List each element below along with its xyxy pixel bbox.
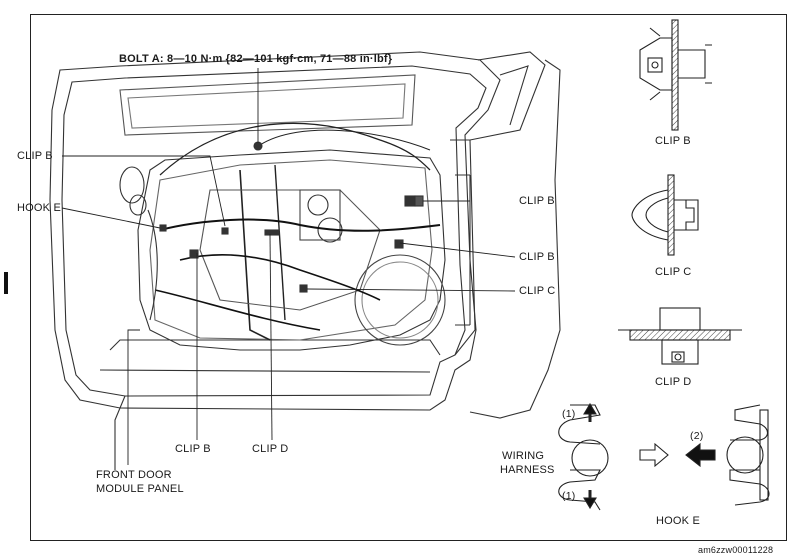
- clip-d-detail: [618, 307, 742, 365]
- wiring-harness-line1: WIRING: [502, 450, 545, 462]
- front-door-module-panel-line2: MODULE PANEL: [96, 483, 184, 495]
- clip-b-label-bottom: CLIP B: [175, 443, 211, 455]
- clip-d-label-bottom: CLIP D: [252, 443, 289, 455]
- hook-e-detail-label: HOOK E: [656, 515, 700, 527]
- clip-b-detail: [639, 19, 712, 131]
- front-door-module-panel-line1: FRONT DOOR: [96, 469, 172, 481]
- step-2-label: (2): [690, 430, 704, 442]
- bolt-a-label: BOLT A: 8—10 N·m {82—101 kgf·cm, 71—88 i…: [119, 53, 393, 65]
- clip-c-label-right: CLIP C: [519, 285, 556, 297]
- door-frame: [49, 51, 561, 470]
- hook-e-detail: [558, 402, 770, 511]
- step-1-label-bottom: (1): [562, 490, 576, 502]
- clip-b-label-right-2: CLIP B: [519, 251, 555, 263]
- page-margin-marker: [4, 272, 8, 294]
- clip-b-label-left: CLIP B: [17, 150, 53, 162]
- step-1-label-top: (1): [562, 408, 576, 420]
- clip-b-detail-label: CLIP B: [655, 135, 691, 147]
- module-panel: [119, 122, 446, 351]
- leader-lines: [61, 68, 516, 465]
- wiring-harness-line2: HARNESS: [500, 464, 555, 476]
- diagram-frame: [30, 14, 787, 541]
- clip-c-detail-label: CLIP C: [655, 266, 692, 278]
- figure-id: am6zzw00011228: [698, 545, 774, 555]
- clip-c-detail: [631, 174, 699, 256]
- clip-d-detail-label: CLIP D: [655, 376, 692, 388]
- clip-b-label-right-1: CLIP B: [519, 195, 555, 207]
- hook-e-label-left: HOOK E: [17, 202, 61, 214]
